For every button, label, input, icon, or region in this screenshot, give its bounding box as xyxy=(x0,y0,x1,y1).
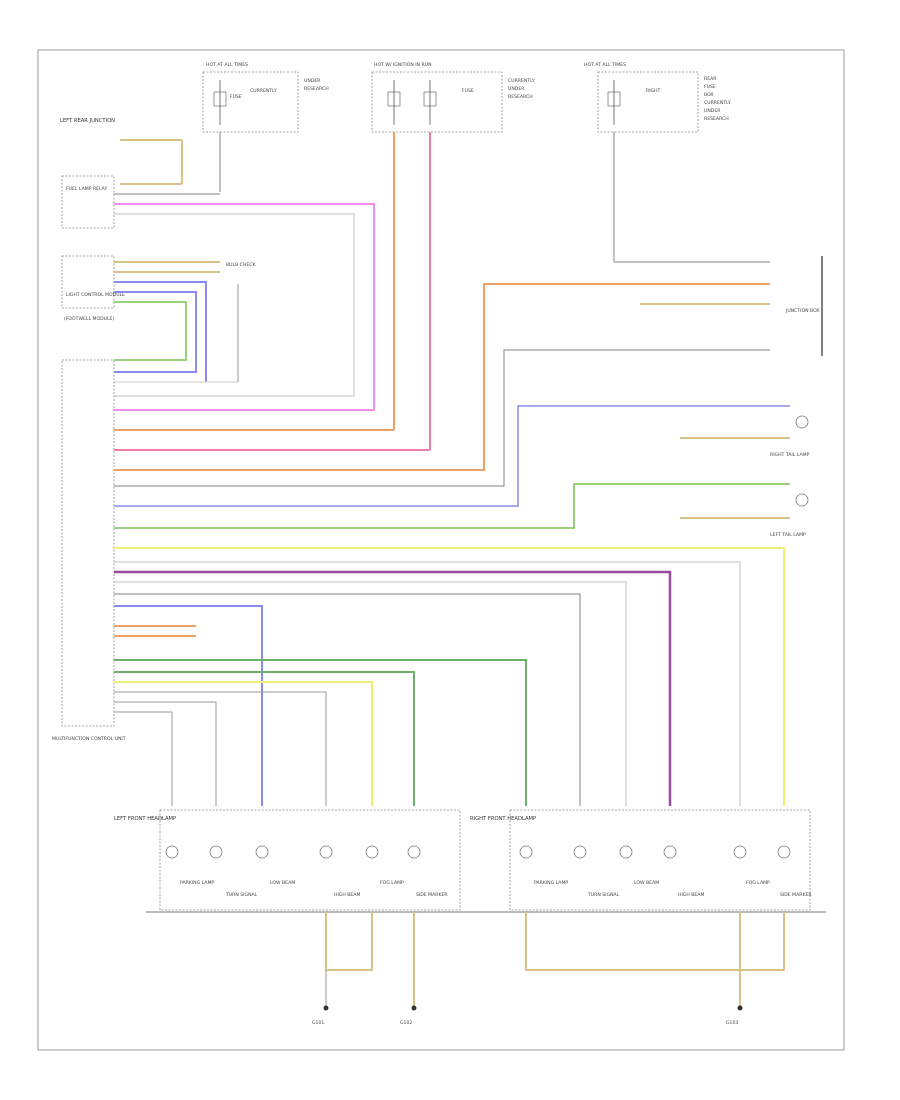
right-tail-lamp-icon xyxy=(795,415,809,429)
bus-darkgreen-2 xyxy=(114,671,415,806)
bus-gray-3 xyxy=(114,581,627,806)
right-headlamp-label-4: HIGH BEAM xyxy=(678,892,704,898)
junction-box-label: JUNCTION BOX xyxy=(785,308,820,314)
right-front-headlamp-label: RIGHT FRONT HEADLAMP xyxy=(470,816,536,822)
bus-green xyxy=(114,483,790,529)
left-rear-junction-label: LEFT REAR JUNCTION xyxy=(60,118,115,124)
left-headlamp-label-6: SIDE MARKER xyxy=(416,892,448,898)
bus-yellow xyxy=(114,547,785,806)
right-headlamp-labels: PARKING LAMP TURN SIGNAL LOW BEAM HIGH B… xyxy=(534,880,812,898)
fuse-box-3-header: HOT AT ALL TIMES xyxy=(584,62,626,68)
left-headlamp-label-5: FOG LAMP xyxy=(380,880,404,886)
light-control-module-box xyxy=(61,255,115,309)
lcm-wire-blue-1 xyxy=(114,281,207,382)
fuel-lamp-relay-label: FUEL LAMP RELAY xyxy=(66,186,107,192)
bulb-check-label: BULB CHECK xyxy=(226,262,256,268)
bus-gray-4 xyxy=(114,593,581,806)
tan-wire-top xyxy=(120,139,183,185)
bus-blue-2 xyxy=(114,605,263,806)
light-control-module-label: LIGHT CONTROL MODULE xyxy=(66,292,125,298)
fuse-box-1-line-4: RESEARCH xyxy=(304,86,329,92)
left-headlamp-label-1: PARKING LAMP xyxy=(180,880,214,886)
fuse-box-3-line-6: UNDER xyxy=(704,108,721,114)
bus-gray-6 xyxy=(114,701,217,806)
right-headlamp-label-3: LOW BEAM xyxy=(634,880,659,886)
left-tail-lamp-icon xyxy=(795,493,809,507)
fuse-box-2-line-1: FUSE xyxy=(462,88,474,94)
fuse-box-1-header: HOT AT ALL TIMES xyxy=(206,62,248,68)
fuse-box-2-header: HOT W/ IGNITION IN RUN xyxy=(374,62,432,68)
right-headlamp-box xyxy=(509,809,811,911)
right-headlamp-label-1: PARKING LAMP xyxy=(534,880,568,886)
fuse-box-2-line-4: RESEARCH xyxy=(508,94,533,100)
left-headlamp-label-2: TURN SIGNAL xyxy=(225,892,258,898)
right-tail-lamp-label: RIGHT TAIL LAMP xyxy=(770,452,810,458)
fuse-box-1-line-2: CURRENTLY xyxy=(250,88,277,94)
fuse-box-2: HOT W/ IGNITION IN RUN FUSE CURRENTLY UN… xyxy=(371,62,535,133)
right-headlamp-label-2: TURN SIGNAL xyxy=(587,892,620,898)
fuse-box-2-line-2: CURRENTLY xyxy=(508,78,535,84)
ground-1-label: G101 xyxy=(312,1020,324,1026)
fuse-box-3: HOT AT ALL TIMES RIGHT REAR FUSE BOX CUR… xyxy=(584,62,731,133)
bus-gray-5 xyxy=(114,691,327,806)
bus-gray-2 xyxy=(114,561,741,806)
fuse-box-3-line-5: CURRENTLY xyxy=(704,100,731,106)
left-headlamp-label-3: LOW BEAM xyxy=(270,880,295,886)
right-headlamp-label-5: FOG LAMP xyxy=(746,880,770,886)
right-headlamp-bulbs xyxy=(519,845,791,859)
diagram-frame xyxy=(37,49,845,1051)
fuse-box-2-line-3: UNDER xyxy=(508,86,525,92)
left-headlamp-label-4: HIGH BEAM xyxy=(334,892,360,898)
relay-wire-gray-2 xyxy=(114,213,355,397)
left-headlamp-labels: PARKING LAMP TURN SIGNAL LOW BEAM HIGH B… xyxy=(180,880,448,898)
right-headlamp-label-6: SIDE MARKER xyxy=(780,892,812,898)
bus-blue xyxy=(114,405,790,507)
ground-symbols xyxy=(323,1005,743,1011)
light-control-module-sub: (FOOTWELL MODULE) xyxy=(64,316,114,322)
fuse-box-1-line-1: FUSE xyxy=(230,94,242,100)
bus-gray-7 xyxy=(114,711,173,806)
bus-purple xyxy=(114,570,672,806)
fuse-box-3-line-3: FUSE xyxy=(704,84,716,90)
left-tail-lamp-label: LEFT TAIL LAMP xyxy=(770,532,806,538)
bus-darkgreen-1 xyxy=(114,659,527,806)
ground-3-label: G103 xyxy=(726,1020,738,1026)
fuse-box-3-line-4: BOX xyxy=(704,92,714,98)
bus-gray-1 xyxy=(114,349,770,487)
relay-wire-magenta xyxy=(114,203,375,411)
lcm-wire-blue-2 xyxy=(114,291,197,373)
ground-2-label: G102 xyxy=(400,1020,412,1026)
left-headlamp-bulbs xyxy=(165,845,421,859)
fuel-lamp-relay-box xyxy=(61,175,115,229)
left-front-headlamp-label: LEFT FRONT HEADLAMP xyxy=(114,816,176,822)
bus-yellow-2 xyxy=(114,681,373,806)
multifunction-control-unit-label: MULTIFUNCTION CONTROL UNIT xyxy=(52,736,126,742)
fuse-box-3-line-1: RIGHT xyxy=(646,88,661,94)
left-headlamp-box xyxy=(159,809,461,911)
fuse-box-3-line-2: REAR xyxy=(704,76,717,82)
fuse-box-1: HOT AT ALL TIMES FUSE CURRENTLY UNDER RE… xyxy=(202,62,329,133)
multifunction-control-unit-box xyxy=(61,359,115,727)
fuse-box-3-line-7: RESEARCH xyxy=(704,116,729,122)
bus-orange-2 xyxy=(114,283,770,471)
lcm-wire-green xyxy=(114,301,187,361)
fuse-box-1-line-3: UNDER xyxy=(304,78,321,84)
ground-drops xyxy=(325,912,785,1006)
